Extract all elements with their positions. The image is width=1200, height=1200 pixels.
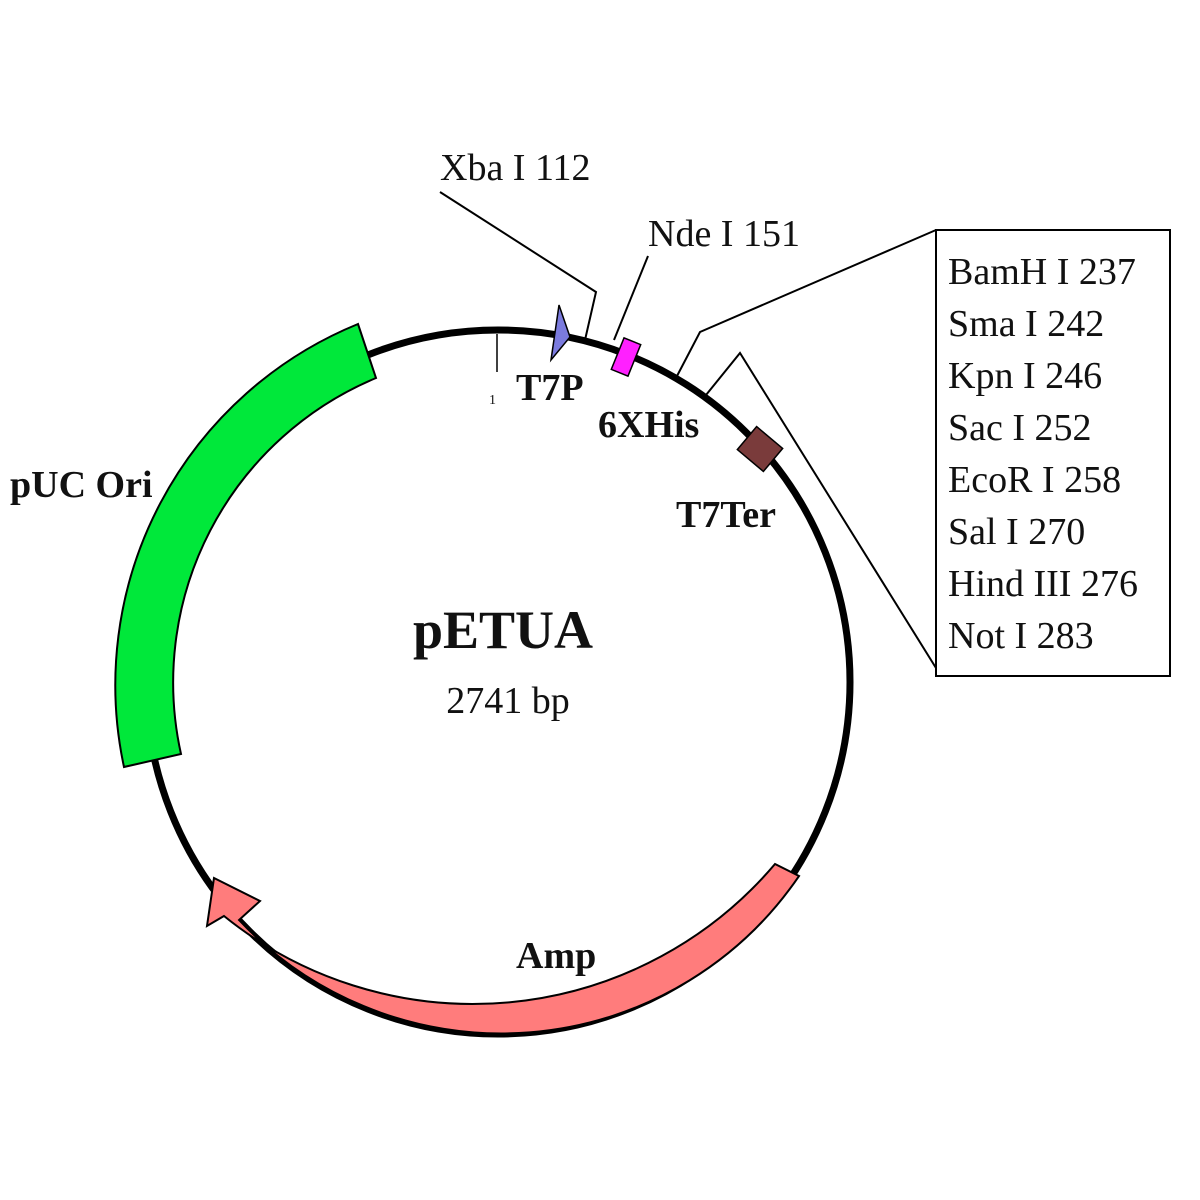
nde-leader-line <box>613 255 649 341</box>
xba-leader-line <box>439 191 598 341</box>
his-label: 6XHis <box>598 404 699 446</box>
mcs-site: BamH I 237 <box>948 251 1136 293</box>
nde-site-label: Nde I 151 <box>648 213 800 255</box>
mcs-site: Kpn I 246 <box>948 355 1102 397</box>
t7p-label: T7P <box>516 367 584 409</box>
mcs-site: Sac I 252 <box>948 407 1092 449</box>
mcs-leader-top <box>676 229 937 377</box>
mcs-box <box>935 229 1171 677</box>
amp-label: Amp <box>516 935 596 977</box>
mcs-site: Hind III 276 <box>948 563 1138 605</box>
t7p-feature <box>549 304 571 363</box>
plasmid-size: 2741 bp <box>446 680 570 722</box>
plasmid-name: pETUA <box>413 600 593 660</box>
mcs-site: Not I 283 <box>948 615 1094 657</box>
t7ter-label: T7Ter <box>676 494 776 536</box>
mcs-list: BamH I 237 Sma I 242 Kpn I 246 Sac I 252… <box>948 251 1138 657</box>
xba-site-label: Xba I 112 <box>440 147 591 189</box>
mcs-site: EcoR I 258 <box>948 459 1121 501</box>
puc-ori-feature <box>114 322 378 769</box>
his-tag-feature <box>610 336 642 378</box>
mcs-site: Sma I 242 <box>948 303 1104 345</box>
mcs-site: Sal I 270 <box>948 511 1085 553</box>
origin-tick-label: 1 <box>489 393 496 408</box>
t7ter-feature <box>736 425 784 473</box>
mcs-leader-bottom <box>705 351 937 669</box>
amp-feature <box>205 862 801 1035</box>
puc-ori-label: pUC Ori <box>10 464 153 506</box>
